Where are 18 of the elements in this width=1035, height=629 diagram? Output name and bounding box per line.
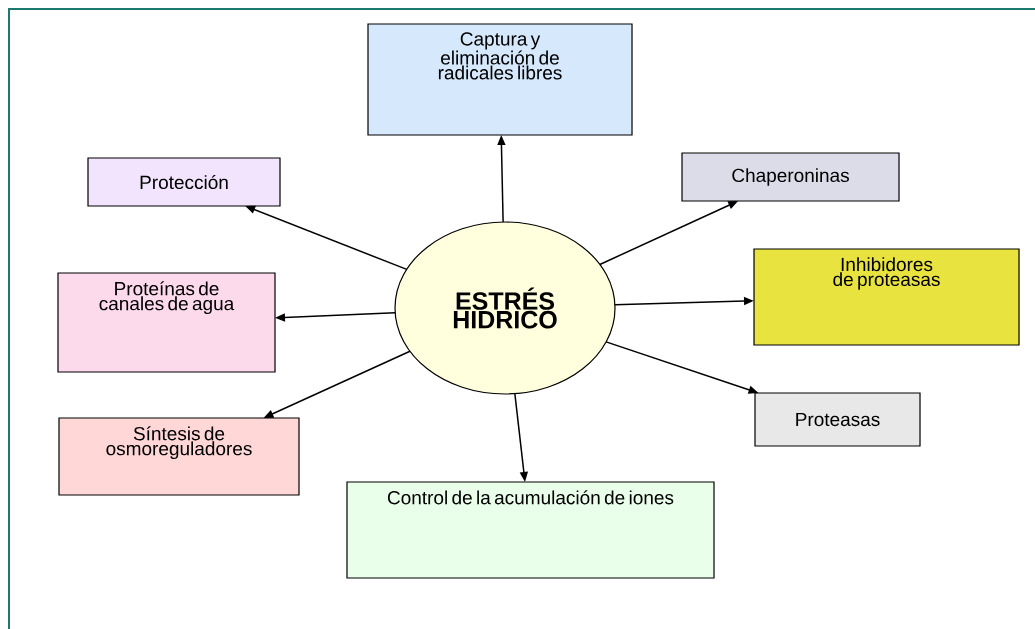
process-box — [367, 23, 633, 136]
process-box — [346, 481, 715, 579]
process-box — [754, 392, 921, 447]
node-label: Control de la acumulación de iones — [387, 490, 674, 505]
process-box — [681, 152, 900, 202]
process-box — [57, 272, 276, 373]
process-box — [753, 248, 1020, 346]
node-label: Chaperoninas — [732, 168, 849, 186]
node-label: Síntesis de osmoreguladores — [106, 426, 252, 460]
node-label: Protección — [140, 174, 228, 190]
node-label: Inhibidores de proteasas — [833, 257, 940, 290]
node-label: Proteasas — [796, 412, 880, 427]
ellipse-node — [394, 221, 616, 395]
node-label: Captura y eliminación de radicales libres — [438, 32, 562, 80]
node-label: Proteínas de canales de agua — [99, 281, 235, 315]
process-box — [87, 157, 281, 207]
node-label: ESTRÉS HIDRICO — [453, 287, 557, 329]
process-box — [58, 417, 300, 496]
